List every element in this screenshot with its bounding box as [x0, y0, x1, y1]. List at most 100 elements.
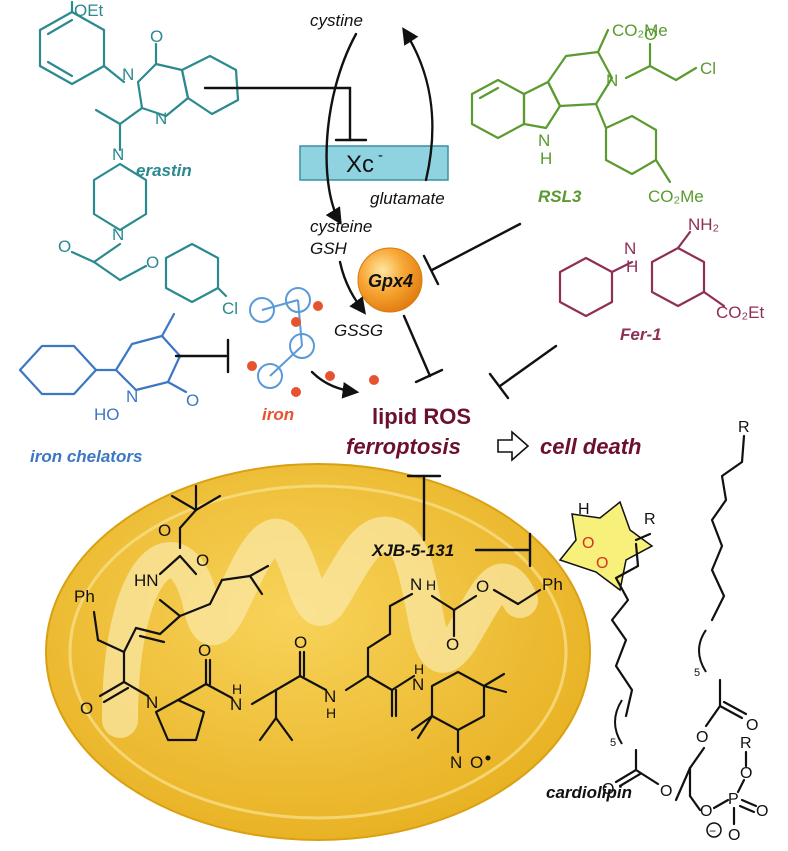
- xjb-o-3: O: [80, 699, 93, 718]
- xjb-ph1: Ph: [74, 587, 95, 606]
- xjb-o-5: O: [294, 633, 307, 652]
- erastin-cl-label: Cl: [222, 299, 238, 318]
- cardiolipin-o-1: O: [602, 781, 614, 798]
- rsl3-cl-label: Cl: [700, 59, 716, 78]
- cardiolipin-r3: R: [740, 735, 752, 752]
- xjb-nitroxide-n: N: [450, 753, 462, 772]
- xjb-label: XJB-5-131: [371, 541, 454, 560]
- gpx4-inhibition-bar: [414, 368, 444, 384]
- gpx4-sphere: [357, 247, 423, 313]
- ferroptosis-label: ferroptosis: [346, 434, 461, 459]
- chelator-n-label: N: [126, 387, 138, 406]
- mitochondrion-shape: [45, 463, 591, 841]
- cardiolipin-peroxide-o2: O: [596, 555, 608, 572]
- cardiolipin-label: cardiolipin: [546, 783, 632, 802]
- xjb-hn1: HN: [134, 571, 159, 590]
- xjb-o-4: O: [198, 641, 211, 660]
- cardiolipin-h: H: [578, 501, 590, 518]
- cardiolipin-structure: H O O R R 5 5 O O O O O P O R: [546, 419, 768, 844]
- fer1-structure: N H NH₂ CO₂Et Fer-1: [558, 215, 764, 344]
- cardiolipin-o-5: O: [700, 803, 712, 820]
- rsl3-h-label: H: [540, 149, 552, 168]
- gssg-label: GSSG: [334, 321, 383, 340]
- erastin-n3-label: N: [112, 145, 124, 164]
- xjb-h-2: H: [326, 705, 336, 721]
- xjb-n-2: N: [230, 695, 242, 714]
- glutamate-label: glutamate: [370, 189, 445, 208]
- gsh-to-gssg-arrow: [338, 260, 367, 315]
- cardiolipin-o-7: O: [756, 803, 768, 820]
- xjb-n-4: N: [412, 675, 424, 694]
- cardiolipin-o-2: O: [660, 783, 672, 800]
- cardiolipin-o-6: O: [740, 765, 752, 782]
- fer1-label: Fer-1: [620, 325, 662, 344]
- xjb-ph2: Ph: [542, 575, 563, 594]
- rsl3-co2me-bottom: CO₂Me: [648, 187, 704, 206]
- cardiolipin-peroxide-o1: O: [582, 535, 594, 552]
- gpx4-label: Gpx4: [368, 271, 413, 291]
- erastin-ether-o-label: O: [146, 253, 159, 272]
- xjb-nitroxide-o: O: [470, 753, 483, 772]
- fer1-inhibition-line: [498, 344, 558, 388]
- cystine-label: cystine: [310, 11, 363, 30]
- iron-to-ros-arrow: [310, 370, 360, 399]
- iron-cluster: [247, 287, 379, 397]
- xjb-n-1: N: [146, 693, 158, 712]
- xjb-h-3: H: [414, 661, 424, 677]
- gpx4-inhibition-line: [402, 314, 432, 378]
- xjb-o-1: O: [158, 521, 171, 540]
- erastin-label: erastin: [136, 161, 192, 180]
- xjb-n-3: N: [324, 687, 336, 706]
- erastin-oet-label: OEt: [74, 1, 104, 20]
- fer1-co2et-label: CO₂Et: [716, 303, 764, 322]
- cystine-import-arrow: [325, 32, 358, 225]
- rsl3-co2me-top: CO₂Me: [612, 21, 668, 40]
- cardiolipin-p: P: [728, 791, 739, 808]
- xjb-o-6: O: [446, 635, 459, 654]
- gsh-label: GSH: [310, 239, 348, 258]
- iron-chelators-label: iron chelators: [30, 447, 142, 466]
- lipid-ros-label: lipid ROS: [372, 404, 471, 429]
- xc-charge: -: [378, 147, 383, 164]
- rsl3-inhibition-bar: [422, 254, 440, 286]
- cardiolipin-minus: −: [709, 824, 716, 838]
- fer1-n-label: N: [624, 239, 636, 258]
- xc-transporter: Xc -: [299, 145, 449, 181]
- fer1-h-label: H: [626, 257, 638, 276]
- erastin-inhibition-line: [203, 86, 352, 142]
- xjb-structure: O O HN Ph O N O N H: [74, 484, 563, 772]
- xjb-h-1: H: [232, 681, 242, 697]
- cardiolipin-o-4: O: [696, 729, 708, 746]
- cell-death-label: cell death: [540, 434, 641, 459]
- erastin-structure: OEt N O N N N O O Cl erastin: [38, 0, 240, 318]
- cardiolipin-o-minus: O: [728, 827, 740, 844]
- fer1-inhibition-bar: [488, 372, 510, 400]
- rsl3-o-label: O: [644, 25, 657, 44]
- open-arrow: [497, 430, 530, 462]
- xjb-hcbz: H: [426, 577, 436, 593]
- rsl3-n-label: N: [606, 71, 618, 90]
- rsl3-inhibition-line: [430, 222, 522, 272]
- xc-label: Xc: [346, 151, 374, 178]
- rsl3-nh-label: N: [538, 131, 550, 150]
- chelator-o-label: O: [186, 391, 199, 410]
- rsl3-structure: N H CO₂Me N O Cl CO₂Me RSL3: [470, 21, 716, 206]
- xjb-ncbz: N: [410, 575, 422, 594]
- cardiolipin-sub1: 5: [610, 737, 616, 749]
- xjb-o-2: O: [196, 551, 209, 570]
- iron-label: iron: [262, 405, 294, 424]
- cardiolipin-r1: R: [644, 511, 656, 528]
- xjb-o-7: O: [476, 577, 489, 596]
- fer1-nh2-label: NH₂: [688, 215, 719, 234]
- rsl3-label: RSL3: [538, 187, 582, 206]
- cardiolipin-r2: R: [738, 419, 750, 436]
- cardiolipin-o-3: O: [746, 717, 758, 734]
- erastin-n2-label: N: [155, 109, 167, 128]
- cysteine-label: cysteine: [310, 217, 372, 236]
- erastin-n4-label: N: [112, 225, 124, 244]
- chelator-ho-label: HO: [94, 405, 120, 424]
- erastin-n1-label: N: [122, 65, 134, 84]
- iron-chelator-structure: N HO O iron chelators: [18, 312, 199, 466]
